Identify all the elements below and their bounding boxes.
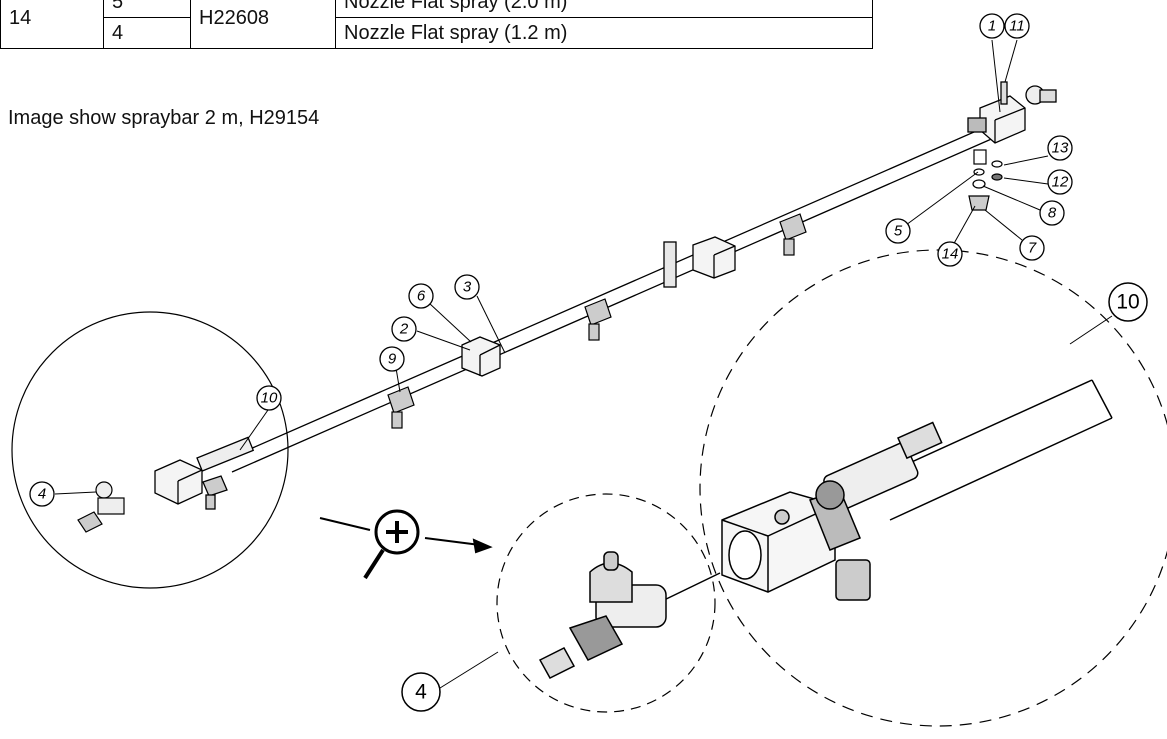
nozzle-clamps (387, 213, 807, 429)
enlarged-nozzle (538, 551, 721, 679)
svg-text:6: 6 (417, 288, 426, 305)
svg-text:2: 2 (399, 321, 409, 338)
svg-text:3: 3 (463, 279, 472, 296)
quantity-cell: 4 (103, 17, 191, 49)
callout-balloon: 2 (391, 316, 417, 342)
callout-balloon: 10 (256, 385, 282, 411)
svg-text:10: 10 (261, 390, 278, 407)
svg-text:4: 4 (38, 486, 46, 503)
callout-balloon: 14 (937, 241, 963, 267)
callout-balloon: 11 (1004, 13, 1030, 39)
callout-balloon: 12 (1047, 169, 1073, 195)
svg-text:7: 7 (1028, 240, 1037, 257)
svg-text:8: 8 (1048, 205, 1057, 222)
callout-balloon: 5 (885, 218, 911, 244)
callout-balloon: 6 (408, 283, 434, 309)
svg-text:4: 4 (415, 681, 427, 704)
zoom-in-icon (363, 509, 420, 580)
svg-text:12: 12 (1052, 174, 1069, 191)
part-number-cell: H22608 (190, 0, 336, 49)
leader-lines (54, 39, 1113, 689)
description-cell: Nozzle Flat spray (1.2 m) (335, 17, 873, 49)
callout-balloon: 7 (1019, 235, 1045, 261)
detail-circle-left (11, 311, 289, 589)
parts-table: 14 5 H22608 Nozzle Flat spray (2.0 m) 4 … (0, 0, 873, 49)
svg-text:14: 14 (942, 246, 959, 263)
end-nozzle-left (77, 481, 125, 533)
svg-text:1: 1 (988, 18, 996, 35)
callout-balloon: 3 (454, 274, 480, 300)
svg-text:13: 13 (1052, 140, 1069, 157)
callout-balloon: 8 (1039, 200, 1065, 226)
table-row: 14 5 H22608 Nozzle Flat spray (2.0 m) (0, 0, 873, 49)
tube-clamp-block-left (461, 336, 501, 377)
end-block-right (967, 81, 1057, 144)
detail-circle-large (699, 249, 1167, 727)
spraybar-tube (224, 124, 997, 473)
figure-caption: Image show spraybar 2 m, H29154 (8, 107, 320, 129)
callout-balloon: 1 (979, 13, 1005, 39)
callout-balloon-large: 4 (401, 672, 441, 712)
table-row: 4 Nozzle Flat spray (1.2 m) (1, 17, 873, 49)
svg-text:9: 9 (388, 351, 397, 368)
end-block-left (154, 436, 255, 510)
item-number-cell: 14 (0, 0, 104, 49)
callout-balloon: 13 (1047, 135, 1073, 161)
svg-text:11: 11 (1009, 18, 1025, 35)
detail-circle-small (496, 493, 716, 713)
callout-balloon: 4 (29, 481, 55, 507)
callout-balloon: 9 (379, 346, 405, 372)
zoom-arrow (319, 517, 493, 554)
svg-text:5: 5 (894, 223, 903, 240)
tube-clamp-block-middle (663, 236, 736, 288)
enlarged-end-block (721, 379, 1113, 601)
svg-text:10: 10 (1116, 291, 1139, 314)
nozzle-stack-right (968, 149, 1003, 211)
callout-balloon-large: 10 (1108, 282, 1148, 322)
